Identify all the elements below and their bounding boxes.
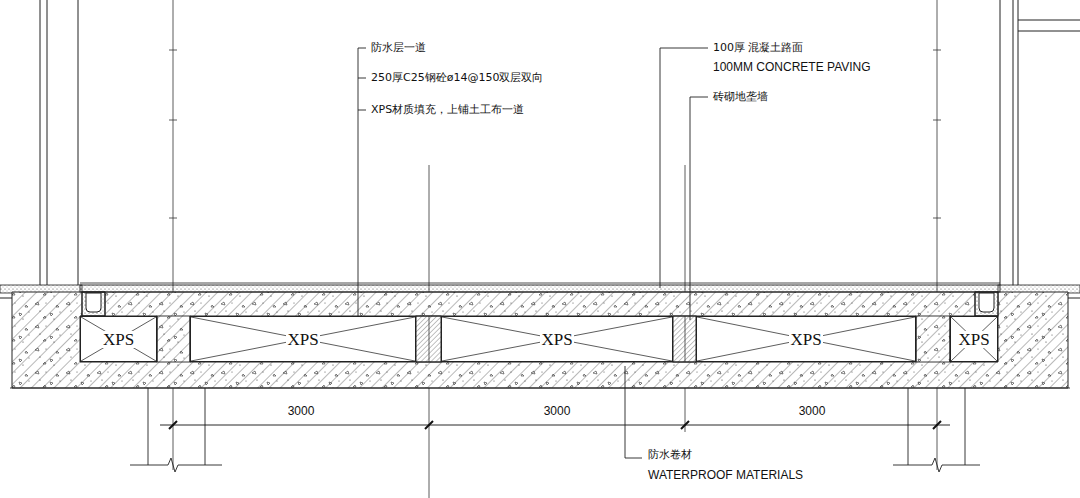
xps-fill: XPS <box>441 316 673 362</box>
callout-note: 100MM CONCRETE PAVING <box>712 61 872 75</box>
cross-line <box>442 317 672 361</box>
dimension-text: 3000 <box>798 405 827 419</box>
xps-fill: XPS <box>696 316 916 362</box>
material-label: XPS <box>540 331 573 348</box>
cross-line <box>81 317 156 361</box>
cross-line <box>191 317 415 361</box>
callout-note: 防水卷材 <box>647 449 693 462</box>
callout-note: 100厚 混凝土路面 <box>712 42 805 55</box>
material-label: XPS <box>286 331 319 348</box>
material-label: XPS <box>957 331 990 348</box>
material-label: XPS <box>102 331 135 348</box>
cross-line <box>81 317 156 361</box>
callout-note: 250厚C25钢砼ø14@150双层双向 <box>370 72 544 85</box>
cross-line <box>442 317 672 361</box>
cross-line <box>697 317 915 361</box>
xps-fill: XPS <box>190 316 416 362</box>
material-label: XPS <box>789 331 822 348</box>
xps-fill: XPS <box>950 316 998 362</box>
dimension-text: 3000 <box>543 405 572 419</box>
dimension-text: 3000 <box>287 405 316 419</box>
callout-note: WATERPROOF MATERIALS <box>647 469 804 483</box>
xps-fill: XPS <box>80 316 157 362</box>
cross-line <box>697 317 915 361</box>
cross-line <box>191 317 415 361</box>
cross-line <box>951 317 997 361</box>
cross-line <box>951 317 997 361</box>
callout-note: XPS材质填充，上铺土工布一道 <box>370 104 525 117</box>
callout-note: 防水层一道 <box>370 42 427 55</box>
callout-note: 砖砌地垄墙 <box>712 91 769 104</box>
